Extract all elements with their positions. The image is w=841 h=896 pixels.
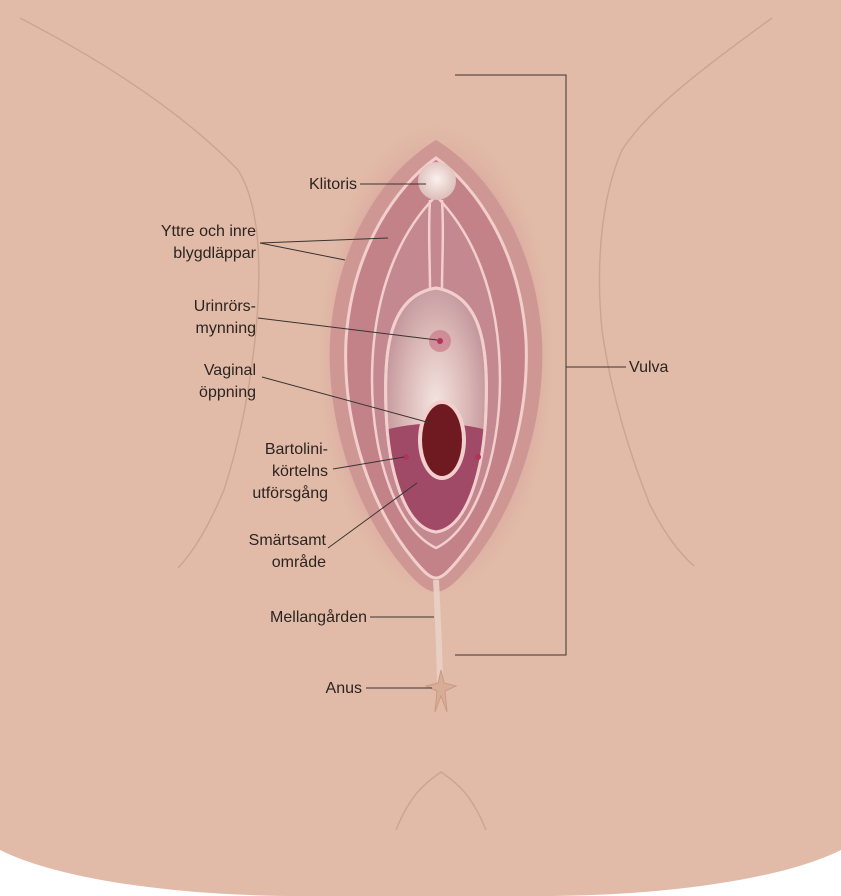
label-painful-line1: Smärtsamt	[249, 532, 327, 549]
label-urethra-line1: Urinrörs-	[194, 298, 256, 315]
label-labia-line2: blygdläppar	[173, 245, 256, 262]
label-vaginal-line2: öppning	[199, 384, 256, 401]
label-anus: Anus	[326, 680, 362, 697]
label-perineum: Mellangården	[270, 608, 367, 626]
bartholin-duct-right	[475, 454, 481, 460]
label-labia-line1: Yttre och inre	[161, 223, 256, 240]
vaginal-opening	[422, 404, 462, 476]
label-urethra-line2: mynning	[196, 320, 256, 337]
label-bartholin-line1: Bartolini-	[265, 441, 328, 458]
clitoral-hood-line-left	[429, 200, 430, 290]
clitoral-hood-line-right	[442, 200, 443, 290]
label-vaginal-line1: Vaginal	[204, 362, 256, 379]
label-painful-line2: område	[272, 553, 326, 571]
urethral-opening	[437, 338, 443, 344]
label-bartholin-line3: utförsgång	[252, 484, 328, 502]
label-clitoris: Klitoris	[309, 176, 357, 193]
clitoris	[418, 162, 456, 200]
label-bartholin-line2: körtelns	[272, 463, 328, 480]
label-vulva: Vulva	[629, 359, 669, 376]
